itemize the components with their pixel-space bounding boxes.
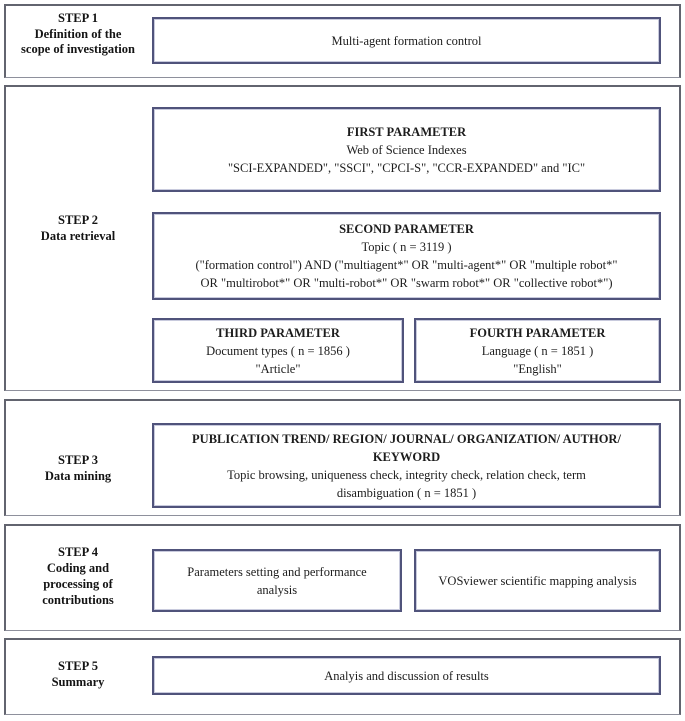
first-parameter-box: FIRST PARAMETER Web of Science Indexes "… xyxy=(152,107,661,192)
third-parameter-box: THIRD PARAMETER Document types ( n = 185… xyxy=(152,318,404,383)
step3-box-title-line: KEYWORD xyxy=(372,449,441,464)
step4-label: STEP 4 Coding and processing of contribu… xyxy=(8,544,148,608)
first-parameter-line: Web of Science Indexes xyxy=(346,142,467,157)
third-parameter-line: "Article" xyxy=(255,361,301,376)
second-parameter-box: SECOND PARAMETER Topic ( n = 3119 ) ("fo… xyxy=(152,212,661,300)
step5-label-line: STEP 5 xyxy=(58,659,98,673)
step3-box: PUBLICATION TREND/ REGION/ JOURNAL/ ORGA… xyxy=(152,423,661,508)
step1-box: Multi-agent formation control xyxy=(152,17,661,64)
step5-label-line: Summary xyxy=(51,674,105,689)
step1-label-line: STEP 1 xyxy=(58,11,98,25)
step3-label-line: Data mining xyxy=(44,468,112,483)
step4-label-line: Coding and xyxy=(46,561,110,575)
step5-box-text: Analyis and discussion of results xyxy=(324,668,489,683)
step4-label-line: processing of xyxy=(43,577,113,591)
step3-label: STEP 3 Data mining xyxy=(8,453,148,484)
step2-label-line: Data retrieval xyxy=(40,228,116,243)
second-parameter-line: ("formation control") AND ("multiagent*"… xyxy=(195,258,618,272)
step4-right-box: VOSviewer scientific mapping analysis xyxy=(414,549,661,612)
step4-left-box: Parameters setting and performance analy… xyxy=(152,549,402,612)
step4-left-box-text: Parameters setting and performance analy… xyxy=(187,564,367,597)
step1-label: STEP 1 Definition of the scope of invest… xyxy=(8,11,148,58)
step5-box: Analyis and discussion of results xyxy=(152,656,661,695)
first-parameter-line: "SCI-EXPANDED", "SSCI", "CPCI-S", "CCR-E… xyxy=(227,160,586,175)
fourth-parameter-line: Language ( n = 1851 ) xyxy=(481,343,594,358)
fourth-parameter-title: FOURTH PARAMETER xyxy=(469,325,606,340)
step3-box-line: disambiguation ( n = 1851 ) xyxy=(336,485,477,500)
step3-label-line: STEP 3 xyxy=(58,453,98,467)
second-parameter-line: OR "multirobot*" OR "multi-robot*" OR "s… xyxy=(200,276,613,290)
step5-label: STEP 5 Summary xyxy=(8,659,148,690)
third-parameter-title: THIRD PARAMETER xyxy=(216,325,340,340)
second-parameter-line: Topic ( n = 3119 ) xyxy=(361,240,452,254)
step2-label-line: STEP 2 xyxy=(58,213,98,227)
step1-box-text: Multi-agent formation control xyxy=(331,33,482,48)
third-parameter-line: Document types ( n = 1856 ) xyxy=(206,343,350,358)
fourth-parameter-box: FOURTH PARAMETER Language ( n = 1851 ) "… xyxy=(414,318,661,383)
step1-label-line: Definition of the xyxy=(34,26,122,41)
fourth-parameter-line: "English" xyxy=(513,361,562,376)
first-parameter-title: FIRST PARAMETER xyxy=(346,124,467,139)
step4-right-box-text: VOSviewer scientific mapping analysis xyxy=(438,573,637,588)
second-parameter-title: SECOND PARAMETER xyxy=(339,222,474,236)
step2-label: STEP 2 Data retrieval xyxy=(8,213,148,244)
step3-box-title-line: PUBLICATION TREND/ REGION/ JOURNAL/ ORGA… xyxy=(192,431,621,446)
step3-box-line: Topic browsing, uniqueness check, integr… xyxy=(227,467,586,482)
step4-label-line: contributions xyxy=(42,593,114,607)
step1-label-line: scope of investigation xyxy=(21,42,135,56)
step4-label-line: STEP 4 xyxy=(58,545,98,559)
